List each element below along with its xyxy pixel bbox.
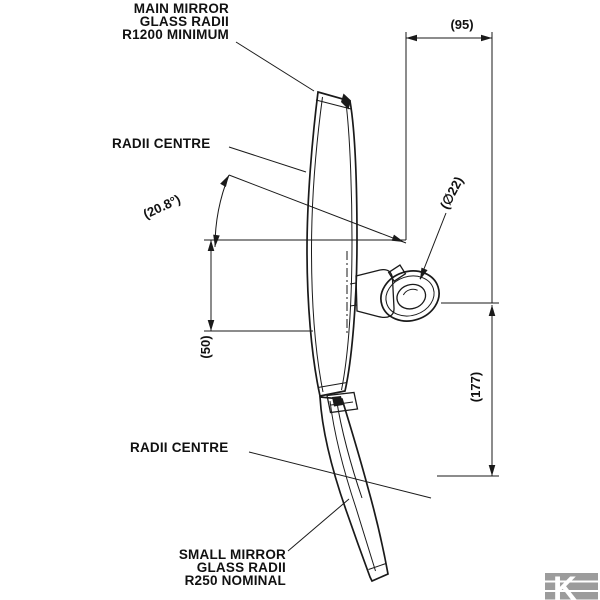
dia-22-leader xyxy=(419,212,447,280)
dim-50-arrow-top xyxy=(207,240,215,251)
radii-centre-upper-leader xyxy=(228,146,307,173)
small-mirror-inner-line-1 xyxy=(329,400,376,572)
small-mirror-label-line2: GLASS RADII xyxy=(197,560,286,575)
mounting-knob xyxy=(380,264,440,322)
small-mirror-label-line3: R250 NOMINAL xyxy=(185,573,286,588)
main-mirror-top-notch xyxy=(341,93,351,110)
radii-centre-upper-label: RADII CENTRE xyxy=(112,136,210,151)
main-mirror-glass-line xyxy=(310,96,324,393)
main-mirror-label-line1: MAIN MIRROR xyxy=(134,1,229,16)
main-mirror-leader xyxy=(235,41,315,92)
dim-50-text: (50) xyxy=(198,335,213,358)
dim-177-arrow-bottom xyxy=(488,465,496,476)
knob-mid-ring xyxy=(385,275,435,317)
dim-angle-text: (20.8°) xyxy=(141,191,183,221)
angle-arc-arrow-top xyxy=(220,175,229,188)
knob-inner-circle xyxy=(396,283,427,310)
radii-centre-lower-label: RADII CENTRE xyxy=(130,440,228,455)
main-mirror-top-cap xyxy=(315,99,352,110)
dim-95-arrow-left xyxy=(406,34,417,42)
knob-top-tab xyxy=(387,264,407,283)
small-mirror xyxy=(319,391,389,583)
dim-177-arrow-top xyxy=(488,305,496,316)
angle-slant-line xyxy=(228,174,407,244)
main-mirror xyxy=(306,90,358,397)
small-mirror-outline xyxy=(319,396,389,583)
dim-95-text: (95) xyxy=(450,17,473,32)
bracket-screw-bottom xyxy=(349,304,358,307)
dim-50-arrow-bottom xyxy=(207,320,215,331)
watermark-bar-1 xyxy=(545,573,598,581)
main-mirror-outline xyxy=(306,90,358,397)
small-mirror-leader xyxy=(287,498,350,552)
main-mirror-label-line3: R1200 MINIMUM xyxy=(122,27,229,42)
small-mirror-inner-line-2 xyxy=(336,399,363,499)
annotations: MAIN MIRROR GLASS RADII R1200 MINIMUM RA… xyxy=(112,1,483,588)
small-mirror-bottom-cap xyxy=(368,563,387,570)
bracket-screw-top xyxy=(349,282,357,285)
watermark-letter: K xyxy=(553,570,577,600)
radii-centre-lower-leader xyxy=(248,451,432,499)
watermark-logo: K xyxy=(545,570,598,600)
small-mirror-clamp-notch xyxy=(332,396,343,407)
dim-177-text: (177) xyxy=(468,372,483,402)
watermark-bar-3 xyxy=(545,592,598,600)
main-mirror-housing-seam xyxy=(341,102,353,391)
small-mirror-label-line1: SMALL MIRROR xyxy=(179,547,286,562)
mirror-arm-bracket xyxy=(349,269,395,319)
watermark-bar-2 xyxy=(545,582,598,590)
angle-arc-arrow-bottom xyxy=(213,234,220,247)
dim-dia-22-text: (∅22) xyxy=(437,174,466,211)
dim-95-arrow-right xyxy=(481,34,492,42)
main-mirror-label-line2: GLASS RADII xyxy=(140,14,229,29)
arm-bracket-outline xyxy=(355,269,395,319)
angle-slant-arrow xyxy=(391,234,404,242)
small-mirror-clamp xyxy=(326,391,359,414)
main-mirror-bottom-cap xyxy=(317,382,348,388)
knob-outer-ring xyxy=(380,270,440,322)
knob-inner-slot xyxy=(402,288,418,296)
